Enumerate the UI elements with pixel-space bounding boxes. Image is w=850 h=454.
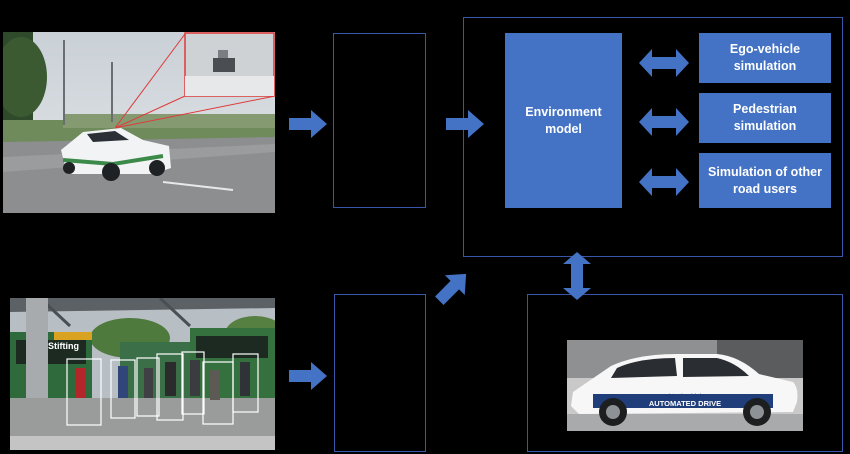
environment-model-label: Environment model xyxy=(525,104,602,136)
arrow-right-bottom-photo xyxy=(289,362,327,390)
other-road-users-simulation-block: Simulation of other road users xyxy=(699,153,831,208)
automated-vehicle-photo: virtual vehicle AUTOMATED DRIVE xyxy=(567,340,803,431)
pedestrian-detection-photo: Stifting xyxy=(10,298,275,450)
arrow-right-top-box xyxy=(446,110,484,138)
simulation-container xyxy=(463,17,843,257)
double-arrow-pedestrian xyxy=(639,108,689,136)
environment-model-block: Environment model xyxy=(505,33,622,208)
ego-vehicle-simulation-block: Ego-vehicle simulation xyxy=(699,33,831,83)
arrow-diagonal-bottom-box xyxy=(432,268,472,308)
vehicle-road-photo xyxy=(3,32,275,213)
double-arrow-ego xyxy=(639,49,689,77)
pedestrian-simulation-label: Pedestrian simulation xyxy=(733,102,797,133)
processing-box-bottom xyxy=(334,294,426,452)
arrow-right-top-photo xyxy=(289,110,327,138)
other-road-users-simulation-label: Simulation of other road users xyxy=(708,164,822,196)
pedestrian-simulation-block: Pedestrian simulation xyxy=(699,93,831,143)
vehicle-container xyxy=(527,294,843,452)
car-brand-text: virtual vehicle xyxy=(665,393,705,400)
double-arrow-other-road-users xyxy=(639,168,689,196)
double-arrow-vertical xyxy=(563,252,591,300)
processing-box-top xyxy=(333,33,426,208)
ego-vehicle-simulation-label: Ego-vehicle simulation xyxy=(729,42,801,73)
bus-sign-text: Stifting xyxy=(48,341,79,351)
car-slogan-text: AUTOMATED DRIVE xyxy=(649,399,721,408)
